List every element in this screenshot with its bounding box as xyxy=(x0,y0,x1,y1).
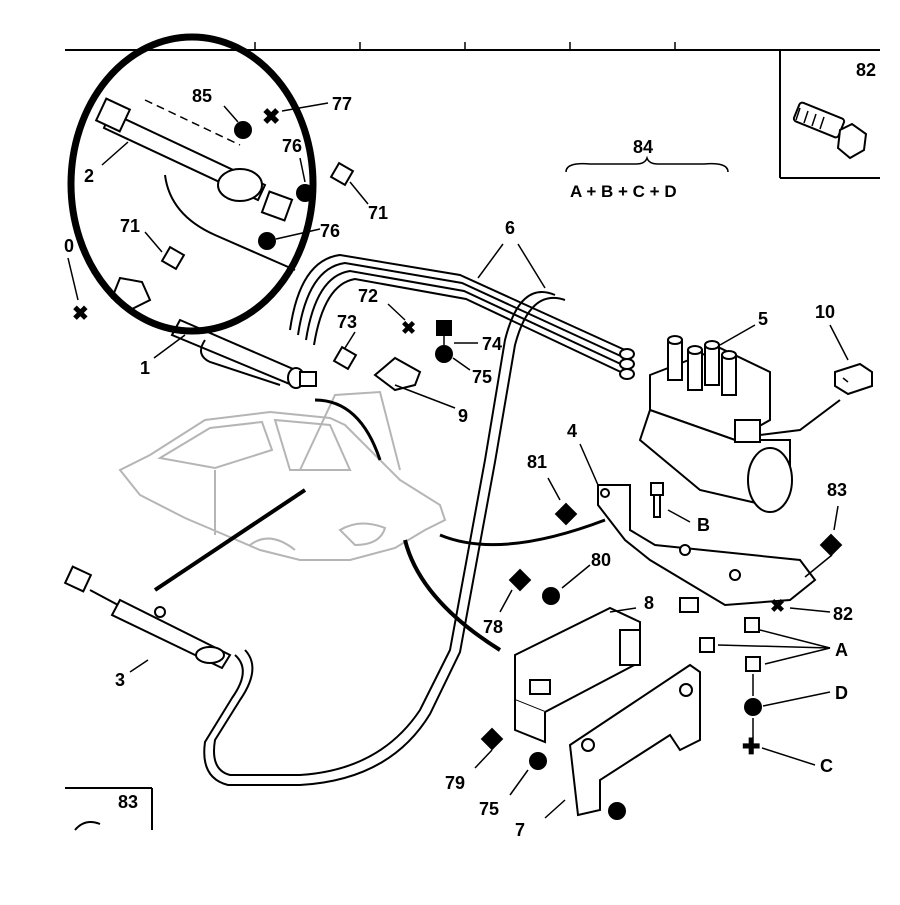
label-A: A xyxy=(835,640,848,660)
car-leaders xyxy=(153,398,606,652)
label-8: 8 xyxy=(644,593,654,613)
open-square-71a xyxy=(329,161,355,187)
formula-text: A + B + C + D xyxy=(570,182,677,201)
circle-symbol-85 xyxy=(234,121,252,139)
label-79: 79 xyxy=(445,773,465,793)
inset-box-83: 83 xyxy=(65,787,153,831)
label-80: 80 xyxy=(591,550,611,570)
label-7: 7 xyxy=(515,820,525,840)
label-84: 84 xyxy=(633,137,653,157)
circle-symbol-75a xyxy=(435,345,453,363)
cross-symbols: ✖ ✖ ✖ ✖ ✚ xyxy=(72,104,785,759)
label-72: 72 xyxy=(358,286,378,306)
circle-symbol-80 xyxy=(542,587,560,605)
label-71-left: 71 xyxy=(120,216,140,236)
square-symbol-81 xyxy=(554,502,578,526)
label-75-upper: 75 xyxy=(472,367,492,387)
formula-84: 84 A + B + C + D xyxy=(565,137,729,201)
circle-symbols xyxy=(234,121,762,820)
cross-symbol-72: ✖ xyxy=(401,318,416,338)
highlight-circle xyxy=(67,33,317,335)
mounting-bracket-7 xyxy=(568,663,701,817)
label-4: 4 xyxy=(567,421,577,441)
square-symbols xyxy=(436,320,843,751)
label-82-box: 82 xyxy=(856,60,876,80)
hydraulic-pump xyxy=(638,335,841,513)
label-6: 6 xyxy=(505,218,515,238)
cylinder-3 xyxy=(63,565,232,670)
square-symbol-83 xyxy=(819,533,843,557)
label-73: 73 xyxy=(337,312,357,332)
label-81: 81 xyxy=(527,452,547,472)
open-square-71b xyxy=(160,245,186,271)
open-square-73 xyxy=(332,345,358,371)
cross-symbol-82: ✖ xyxy=(770,596,785,616)
circle-symbol-75b xyxy=(529,752,547,770)
label-10-cut: 0 xyxy=(64,236,74,256)
plus-symbol-C: ✚ xyxy=(742,734,760,759)
cylinder-2 xyxy=(94,97,296,271)
label-77: 77 xyxy=(332,94,352,114)
leader-lines xyxy=(67,102,849,819)
inset-box-82: 82 xyxy=(779,50,880,179)
circle-symbol-7 xyxy=(608,802,626,820)
label-85: 85 xyxy=(192,86,212,106)
label-74: 74 xyxy=(482,334,502,354)
nut-A xyxy=(699,617,761,672)
car-outline xyxy=(118,390,447,561)
square-symbol-74 xyxy=(436,320,452,336)
label-D: D xyxy=(835,683,848,703)
cross-symbol-77: ✖ xyxy=(262,104,280,129)
label-76-lower: 76 xyxy=(320,221,340,241)
label-76-upper: 76 xyxy=(282,136,302,156)
circle-symbol-76b xyxy=(258,232,276,250)
label-2: 2 xyxy=(84,166,94,186)
bracket-4 xyxy=(597,484,817,613)
label-1: 1 xyxy=(140,358,150,378)
label-75-lower: 75 xyxy=(479,799,499,819)
square-symbol-78 xyxy=(508,568,532,592)
label-5: 5 xyxy=(758,309,768,329)
hose-bundle xyxy=(203,253,635,786)
bolt-B xyxy=(650,482,664,518)
label-3: 3 xyxy=(115,670,125,690)
open-square-symbols xyxy=(160,161,358,371)
label-83: 83 xyxy=(827,480,847,500)
label-B: B xyxy=(697,515,710,535)
bolt-icon xyxy=(792,101,868,160)
square-symbol-79 xyxy=(480,727,504,751)
clip-9 xyxy=(373,356,422,392)
circle-symbol-76a xyxy=(296,184,314,202)
label-9: 9 xyxy=(458,406,468,426)
label-71-right: 71 xyxy=(368,203,388,223)
connector-10 xyxy=(834,362,873,396)
label-78: 78 xyxy=(483,617,503,637)
label-C: C xyxy=(820,756,833,776)
label-83-box: 83 xyxy=(118,792,138,812)
ecu-module-8 xyxy=(514,606,641,744)
top-frame xyxy=(65,42,880,51)
label-10: 10 xyxy=(815,302,835,322)
circle-symbol-D xyxy=(744,698,762,716)
label-82: 82 xyxy=(833,604,853,624)
cross-symbol-10: ✖ xyxy=(72,303,89,325)
